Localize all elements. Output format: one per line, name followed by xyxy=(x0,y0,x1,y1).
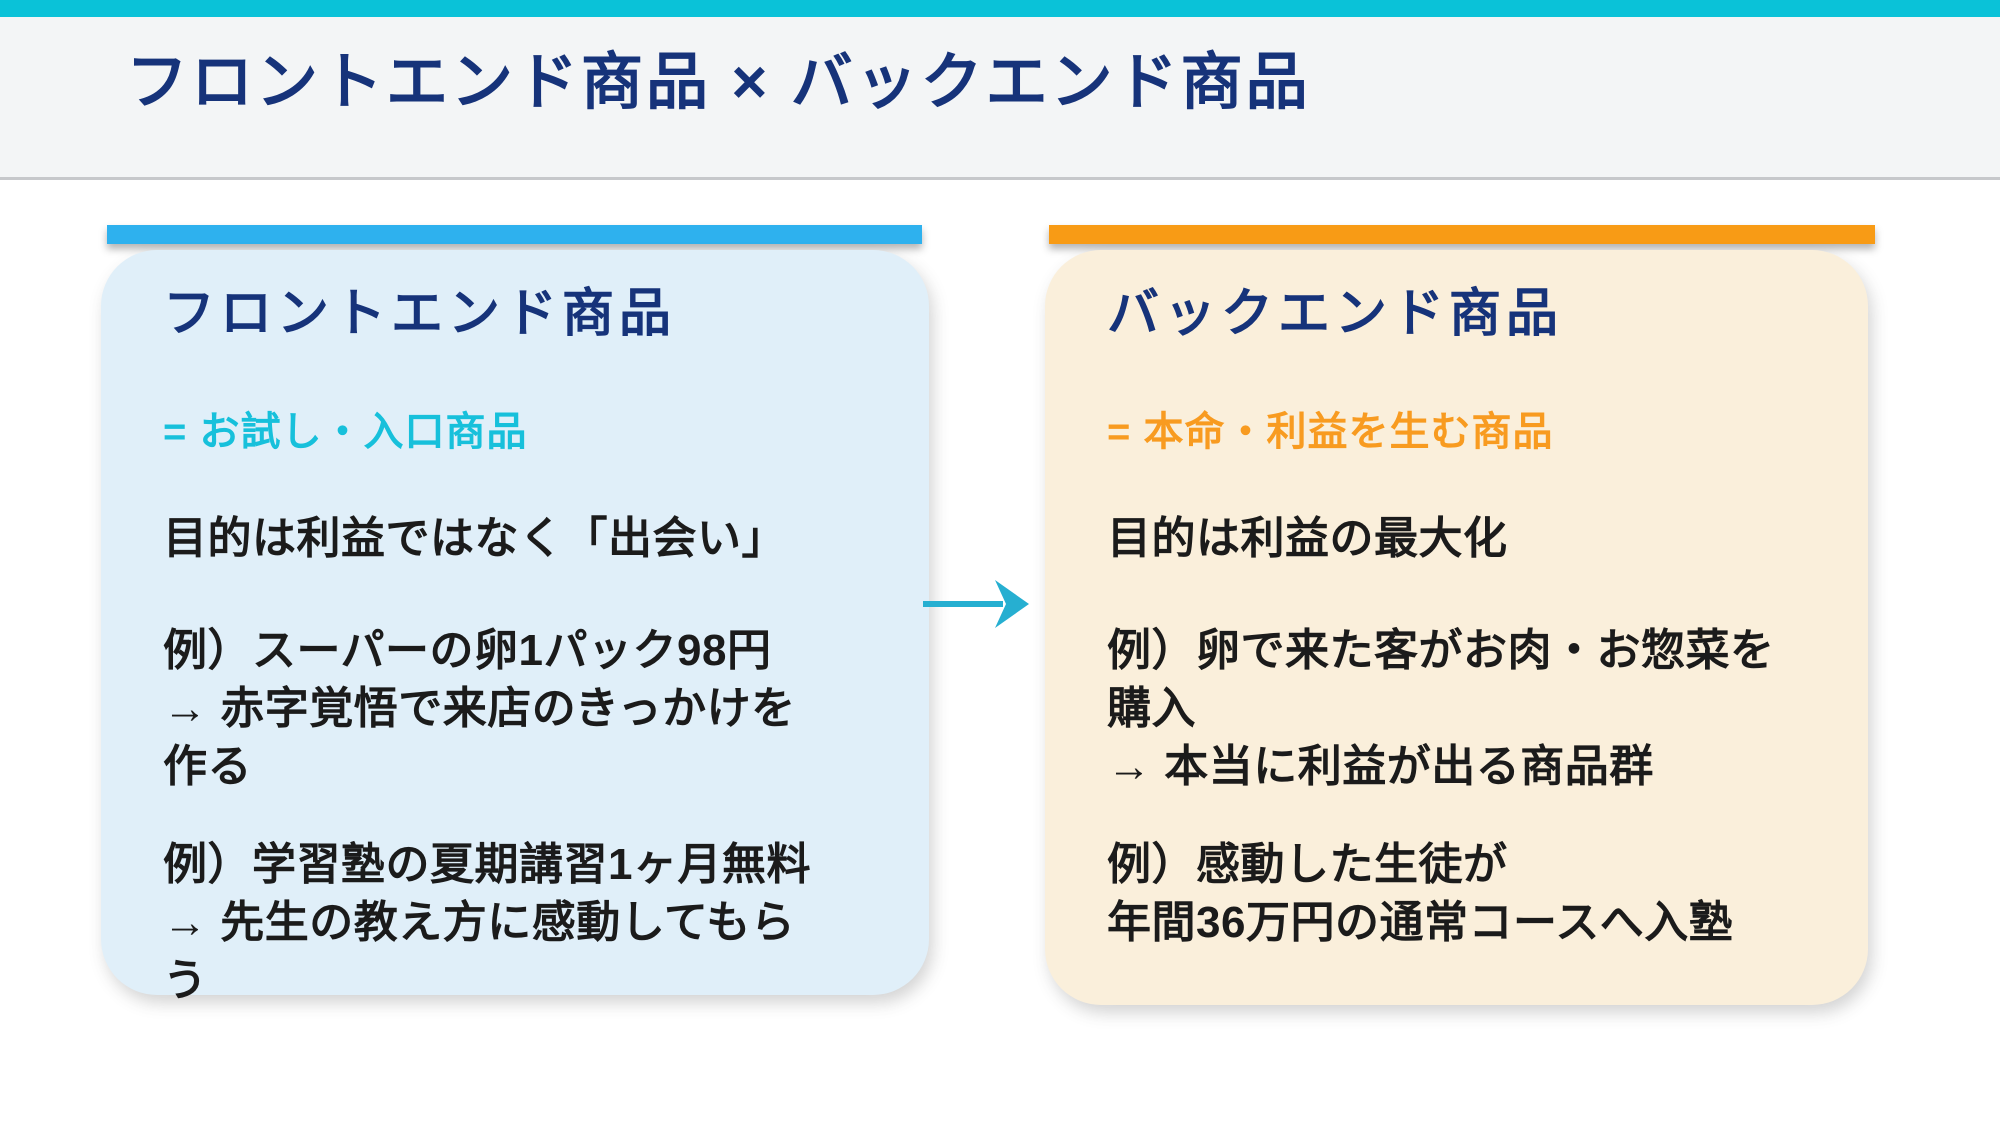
backend-card-title: バックエンド商品 xyxy=(1107,285,1564,343)
backend-paragraph-example-cramschool: 例）感動した生徒が 年間36万円の通常コースへ入塾 xyxy=(1107,840,1734,947)
frontend-card: フロントエンド商品 = お試し・入口商品 目的は利益ではなく「出会い」 例）スー… xyxy=(101,250,929,1005)
backend-card: バックエンド商品 = 本命・利益を生む商品 目的は利益の最大化 例）卵で来た客が… xyxy=(1045,250,1868,1005)
page-title: フロントエンド商品 × バックエンド商品 xyxy=(126,48,1311,117)
frontend-card-subtitle: = お試し・入口商品 xyxy=(163,410,528,454)
frontend-card-accent-bar xyxy=(107,225,922,244)
backend-paragraph-purpose: 目的は利益の最大化 xyxy=(1107,514,1508,563)
frontend-paragraph-example-supermarket: 例）スーパーの卵1パック98円 → 赤字覚悟で来店のきっかけを 作る xyxy=(163,626,796,791)
slide-header: フロントエンド商品 × バックエンド商品 xyxy=(0,17,2000,180)
frontend-paragraph-purpose: 目的は利益ではなく「出会い」 xyxy=(163,514,786,563)
backend-card-body: 目的は利益の最大化 例）卵で来た客がお肉・お惣菜を 購入 → 本当に利益が出る商… xyxy=(1107,510,1806,952)
backend-paragraph-example-supermarket: 例）卵で来た客がお肉・お惣菜を 購入 → 本当に利益が出る商品群 xyxy=(1107,626,1775,791)
backend-card-subtitle: = 本命・利益を生む商品 xyxy=(1107,410,1554,454)
top-accent-strip xyxy=(0,0,2000,17)
frontend-card-title: フロントエンド商品 xyxy=(163,285,677,343)
right-arrow-icon xyxy=(923,580,1029,628)
frontend-card-body: 目的は利益ではなく「出会い」 例）スーパーの卵1パック98円 → 赤字覚悟で来店… xyxy=(163,510,867,1010)
backend-card-accent-bar xyxy=(1049,225,1875,244)
frontend-paragraph-example-cramschool: 例）学習塾の夏期講習1ヶ月無料 → 先生の教え方に感動してもら う xyxy=(163,840,811,1005)
